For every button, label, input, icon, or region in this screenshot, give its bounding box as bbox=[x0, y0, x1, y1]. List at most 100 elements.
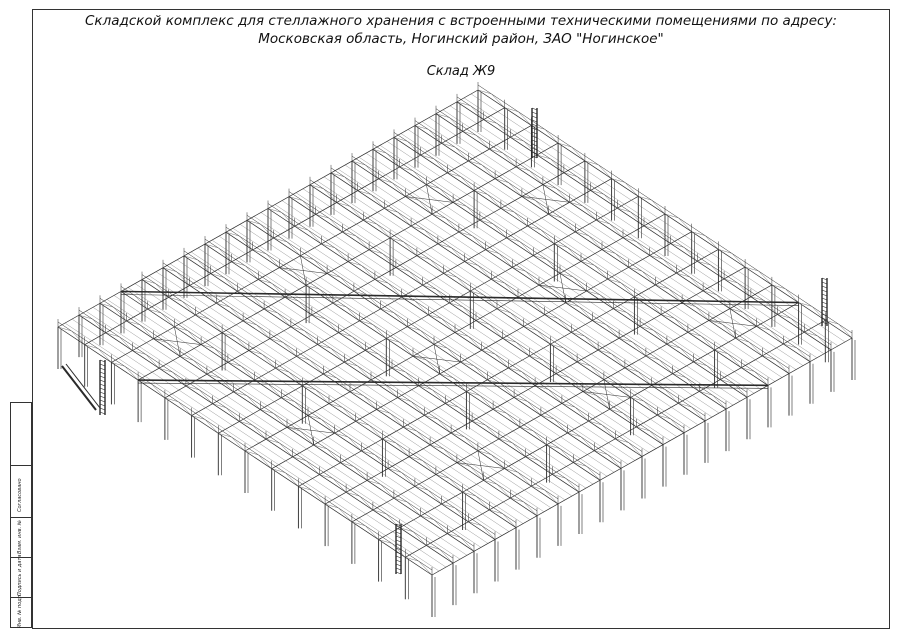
truss-web bbox=[727, 353, 742, 368]
truss-web bbox=[361, 265, 376, 280]
stair-tread bbox=[395, 547, 402, 551]
truss-web bbox=[391, 543, 406, 558]
truss-web bbox=[277, 312, 292, 327]
truss-web bbox=[418, 200, 433, 215]
truss-web bbox=[342, 231, 356, 237]
truss-web bbox=[338, 332, 352, 337]
truss-web bbox=[460, 176, 475, 191]
truss-web bbox=[325, 503, 339, 509]
purlin bbox=[295, 192, 671, 441]
truss-web bbox=[365, 164, 379, 179]
stair-tread bbox=[531, 143, 538, 147]
purlin bbox=[134, 283, 510, 532]
truss-web bbox=[368, 425, 383, 440]
truss-web bbox=[223, 277, 238, 292]
truss-web bbox=[323, 188, 337, 203]
cross-brace bbox=[307, 415, 314, 446]
truss-web bbox=[346, 306, 360, 321]
truss-web bbox=[347, 436, 362, 452]
truss-web bbox=[382, 253, 397, 268]
truss-web bbox=[147, 309, 162, 314]
truss-web bbox=[334, 433, 349, 438]
truss-web bbox=[323, 373, 337, 379]
truss-web bbox=[401, 472, 416, 487]
stair-tread bbox=[99, 399, 106, 403]
truss-web bbox=[453, 202, 467, 207]
truss-web bbox=[243, 320, 257, 325]
truss-web bbox=[622, 237, 637, 242]
purlin bbox=[463, 97, 839, 347]
stair-tread bbox=[821, 305, 828, 309]
truss-web bbox=[485, 249, 499, 254]
truss-web bbox=[359, 495, 374, 511]
truss-web bbox=[609, 223, 624, 238]
cross-brace bbox=[300, 255, 307, 286]
truss-web bbox=[458, 407, 473, 422]
truss-web bbox=[283, 342, 297, 357]
truss-web bbox=[124, 366, 139, 381]
truss-web bbox=[428, 490, 442, 505]
truss-web bbox=[777, 314, 791, 319]
truss-web bbox=[678, 217, 692, 232]
truss-web bbox=[428, 314, 442, 319]
truss-web bbox=[214, 348, 229, 363]
truss-web bbox=[615, 253, 629, 268]
truss-web bbox=[552, 474, 566, 479]
truss-web bbox=[428, 129, 442, 144]
truss-web bbox=[758, 270, 773, 286]
truss-web bbox=[620, 282, 635, 297]
side-stamp: Согласовано Взам. инв. № Подпись и дата … bbox=[10, 402, 32, 628]
truss-web bbox=[443, 448, 458, 463]
truss-web bbox=[517, 111, 532, 126]
truss-web bbox=[540, 229, 555, 244]
truss-web bbox=[783, 343, 797, 348]
truss-web bbox=[269, 338, 284, 343]
truss-web bbox=[256, 324, 271, 339]
truss-web bbox=[288, 196, 303, 201]
truss-web bbox=[231, 436, 246, 452]
truss-web bbox=[267, 383, 282, 398]
truss-web bbox=[580, 436, 595, 451]
truss-web bbox=[414, 125, 429, 130]
truss-web bbox=[678, 403, 692, 408]
truss-web bbox=[357, 365, 372, 381]
purlin bbox=[71, 318, 447, 568]
truss-web bbox=[302, 385, 316, 390]
stair-tread bbox=[99, 375, 106, 379]
truss-web bbox=[441, 503, 455, 509]
truss-web bbox=[204, 419, 219, 434]
truss-web bbox=[378, 539, 392, 544]
truss-web bbox=[422, 285, 436, 290]
truss-web bbox=[571, 332, 585, 337]
truss-web bbox=[578, 306, 593, 321]
truss-web bbox=[493, 223, 507, 238]
stair-tread bbox=[821, 277, 828, 281]
truss-web bbox=[386, 338, 400, 343]
truss-web bbox=[491, 279, 505, 284]
truss-web bbox=[491, 93, 505, 108]
truss-web bbox=[775, 359, 790, 374]
truss-web bbox=[496, 308, 511, 313]
truss-web bbox=[105, 332, 120, 337]
truss-web bbox=[607, 278, 622, 284]
truss-web bbox=[231, 261, 246, 266]
truss-web bbox=[762, 355, 776, 360]
ridge-beam bbox=[138, 379, 769, 387]
truss-web bbox=[756, 326, 770, 331]
truss-web bbox=[407, 141, 421, 156]
truss-web bbox=[838, 323, 853, 339]
truss-web bbox=[811, 306, 826, 321]
truss-web bbox=[554, 418, 568, 434]
truss-web bbox=[493, 409, 507, 414]
truss-web bbox=[680, 347, 694, 362]
truss-web bbox=[498, 438, 513, 443]
truss-web bbox=[330, 172, 345, 177]
ridge-beam bbox=[120, 290, 799, 304]
truss-web bbox=[426, 359, 440, 375]
truss-web bbox=[515, 342, 530, 357]
truss-web bbox=[563, 172, 578, 177]
stair-tread bbox=[395, 551, 402, 555]
stair-tread bbox=[99, 367, 106, 371]
truss-web bbox=[437, 243, 452, 248]
